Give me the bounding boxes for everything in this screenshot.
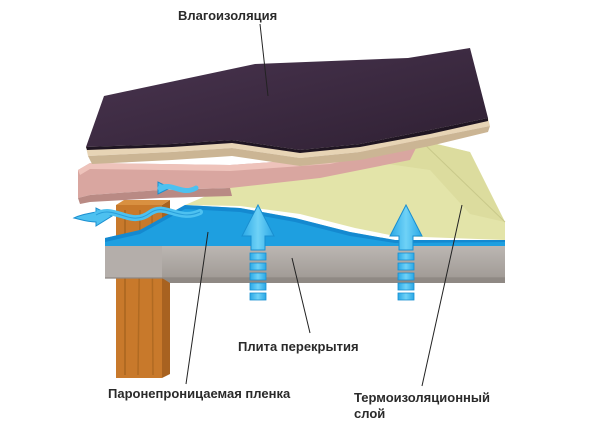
waterproofing-membrane xyxy=(86,48,488,153)
roof-board xyxy=(86,118,490,166)
wavy-left-arrow-icon xyxy=(72,206,203,227)
ceiling-slab xyxy=(105,243,505,283)
wavy-left-arrow-icon xyxy=(157,181,199,195)
label-waterproofing: Влагоизоляция xyxy=(178,8,278,23)
label-thermal-layer-line1: Термоизоляционный xyxy=(354,390,490,405)
label-thermal-layer: Термоизоляционный слой xyxy=(354,390,490,422)
batten-layer xyxy=(78,140,420,204)
leader-lines xyxy=(185,23,463,387)
label-vapor-film: Паронепроницаемая пленка xyxy=(108,386,291,401)
vapor-barrier-film xyxy=(105,205,505,246)
up-arrow-icon xyxy=(241,203,275,301)
label-ceiling-slab: Плита перекрытия xyxy=(238,339,359,354)
label-thermal-layer-line2: слой xyxy=(354,406,386,421)
up-arrow-icon xyxy=(389,203,423,301)
